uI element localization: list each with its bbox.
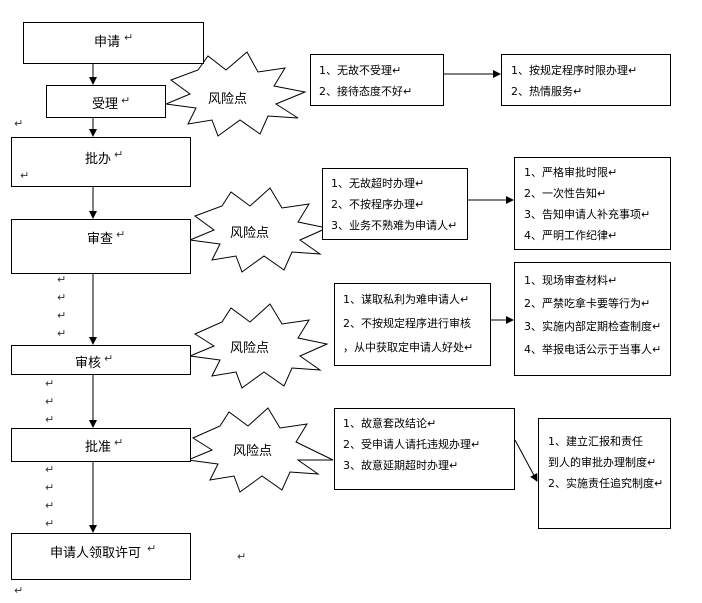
measure-item: 2、一次性告知↵	[524, 187, 607, 200]
step-apply-label: 申请	[94, 35, 121, 50]
risk-burst-review	[188, 187, 329, 273]
para-mark: ↵	[45, 463, 55, 476]
step-review-label: 审查	[87, 232, 114, 247]
para-mark: ↵	[45, 481, 55, 494]
measure-item: 2、严禁吃拿卡要等行为↵	[524, 297, 651, 310]
arrow-risk-approve-to-measure	[514, 439, 538, 482]
step-accept-box: 受理 ↵	[46, 85, 166, 118]
measure-item: 4、严明工作纪律↵	[524, 229, 618, 242]
risk-burst-audit	[188, 303, 329, 389]
step-handle-label: 批办	[85, 152, 112, 167]
risk-label-audit: 风险点	[230, 341, 269, 356]
para-mark: ↵	[121, 94, 131, 107]
risk-box-review: 1、无故超时办理↵ 2、不按程序办理↵ 3、业务不熟难为申请人↵	[322, 168, 468, 240]
measure-item: 3、实施内部定期检查制度↵	[524, 320, 662, 333]
para-mark: ↵	[104, 352, 114, 365]
measure-box-audit: 1、现场审查材料↵ 2、严禁吃拿卡要等行为↵ 3、实施内部定期检查制度↵ 4、举…	[514, 262, 671, 376]
para-mark: ↵	[45, 377, 55, 390]
measure-list-audit: 1、现场审查材料↵ 2、严禁吃拿卡要等行为↵ 3、实施内部定期检查制度↵ 4、举…	[524, 269, 661, 361]
para-mark: ↵	[45, 517, 55, 530]
para-mark: ↵	[14, 584, 24, 597]
risk-item: 1、故意套改结论↵	[343, 417, 437, 430]
para-mark: ↵	[20, 169, 30, 182]
measure-box-accept: 1、按规定程序时限办理↵ 2、热情服务↵	[501, 54, 671, 106]
measure-list-accept: 1、按规定程序时限办理↵ 2、热情服务↵	[511, 60, 637, 102]
para-mark: ↵	[114, 148, 124, 161]
measure-item: 2、实施责任追究制度↵	[548, 477, 664, 490]
step-handle-box: 批办 ↵ ↵	[11, 137, 191, 187]
risk-list-approve: 1、故意套改结论↵ 2、受申请人请托违规办理↵ 3、故意延期超时办理↵	[343, 413, 480, 476]
risk-item: 3、故意延期超时办理↵	[343, 459, 459, 472]
measure-item: 1、建立汇报和责任	[548, 435, 643, 448]
para-mark: ↵	[237, 550, 247, 563]
risk-item: 1、无故不受理↵	[319, 64, 402, 77]
risk-item: ，从中获取定申请人好处↵	[343, 341, 474, 354]
para-mark: ↵	[147, 542, 157, 555]
step-approve-box: 批准 ↵	[11, 428, 191, 462]
step-collect-label: 申请人领取许可	[50, 546, 142, 561]
risk-list-accept: 1、无故不受理↵ 2、接待态度不好↵	[319, 60, 412, 102]
para-mark: ↵	[114, 436, 124, 449]
para-mark: ↵	[14, 117, 24, 130]
measure-item: 1、现场审查材料↵	[524, 274, 618, 287]
para-mark: ↵	[45, 499, 55, 512]
step-apply-box: 申请 ↵	[23, 22, 204, 64]
para-mark: ↵	[124, 31, 134, 44]
measure-item: 1、严格审批时限↵	[524, 166, 618, 179]
step-accept-label: 受理	[92, 97, 119, 112]
risk-box-approve: 1、故意套改结论↵ 2、受申请人请托违规办理↵ 3、故意延期超时办理↵	[334, 408, 515, 490]
measure-list-review: 1、严格审批时限↵ 2、一次性告知↵ 3、告知申请人补充事项↵ 4、严明工作纪律…	[524, 162, 650, 246]
measure-list-approve: 1、建立汇报和责任 到人的审批办理制度↵ 2、实施责任追究制度↵	[548, 431, 663, 494]
risk-label-approve: 风险点	[233, 444, 272, 459]
risk-item: 3、业务不熟难为申请人↵	[331, 219, 458, 232]
risk-item: 1、无故超时办理↵	[331, 177, 425, 190]
para-mark: ↵	[45, 395, 55, 408]
risk-label-accept: 风险点	[208, 92, 247, 107]
risk-box-audit: 1、谋取私利为难申请人↵ 2、不按规定程序进行审核 ，从中获取定申请人好处↵	[334, 283, 491, 366]
step-audit-box: 审核 ↵	[11, 345, 191, 375]
risk-box-accept: 1、无故不受理↵ 2、接待态度不好↵	[310, 54, 444, 106]
measure-item: 4、举报电话公示于当事人↵	[524, 343, 662, 356]
measure-box-approve: 1、建立汇报和责任 到人的审批办理制度↵ 2、实施责任追究制度↵	[538, 418, 671, 529]
risk-item: 1、谋取私利为难申请人↵	[343, 293, 470, 306]
risk-label-review: 风险点	[230, 226, 269, 241]
risk-item: 2、受申请人请托违规办理↵	[343, 438, 481, 451]
para-mark: ↵	[45, 413, 55, 426]
measure-item: 3、告知申请人补充事项↵	[524, 208, 651, 221]
step-approve-label: 批准	[85, 440, 112, 455]
para-mark: ↵	[57, 273, 67, 286]
measure-item: 到人的审批办理制度↵	[548, 456, 657, 469]
measure-box-review: 1、严格审批时限↵ 2、一次性告知↵ 3、告知申请人补充事项↵ 4、严明工作纪律…	[514, 157, 671, 250]
step-audit-label: 审核	[75, 356, 102, 371]
measure-item: 2、热情服务↵	[511, 85, 583, 98]
step-collect-box: 申请人领取许可 ↵	[11, 533, 191, 580]
risk-list-review: 1、无故超时办理↵ 2、不按程序办理↵ 3、业务不熟难为申请人↵	[331, 173, 457, 236]
para-mark: ↵	[57, 327, 67, 340]
measure-item: 1、按规定程序时限办理↵	[511, 64, 638, 77]
risk-item: 2、不按规定程序进行审核	[343, 317, 471, 330]
para-mark: ↵	[57, 309, 67, 322]
para-mark: ↵	[116, 228, 126, 241]
step-review-box: 审查 ↵	[11, 219, 191, 274]
para-mark: ↵	[57, 291, 67, 304]
risk-burst-approve	[186, 407, 334, 493]
risk-item: 2、不按程序办理↵	[331, 198, 425, 211]
risk-burst-accept	[164, 51, 307, 137]
risk-list-audit: 1、谋取私利为难申请人↵ 2、不按规定程序进行审核 ，从中获取定申请人好处↵	[343, 288, 473, 360]
risk-item: 2、接待态度不好↵	[319, 85, 413, 98]
